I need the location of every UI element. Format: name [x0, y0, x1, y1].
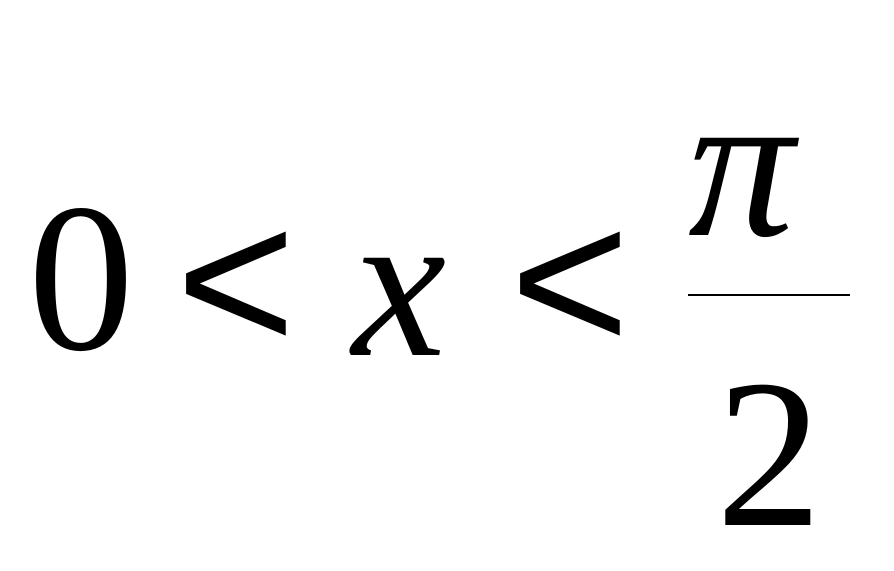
- lower-bound-zero: 0: [28, 160, 134, 395]
- less-than-sign-right: <: [510, 166, 630, 395]
- less-than-sign-left: <: [176, 166, 296, 395]
- inequality-formula: 0 < x < π 2: [28, 46, 850, 571]
- fraction-denominator-two: 2: [716, 336, 822, 571]
- fraction-numerator-pi: π: [688, 46, 795, 281]
- variable-x: x: [352, 166, 447, 401]
- fraction-bar: [688, 294, 850, 296]
